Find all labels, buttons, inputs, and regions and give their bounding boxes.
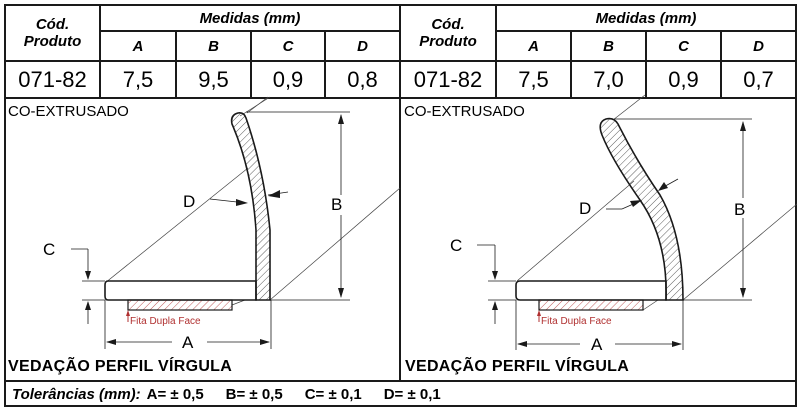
column-header-a: A: [528, 37, 539, 55]
dim-label-a: A: [182, 333, 194, 352]
product-code-header-line2: Produto: [23, 33, 82, 50]
drawing-title: VEDAÇÃO PERFIL VÍRGULA: [8, 358, 233, 375]
value-a: 7,5: [122, 66, 154, 92]
column-header-b: B: [603, 37, 614, 55]
tolerances-row: Tolerâncias (mm): A= ± 0,5 B= ± 0,5 C= ±…: [12, 382, 463, 406]
divider: [570, 30, 572, 98]
divider: [720, 30, 722, 98]
dim-label-b: B: [331, 195, 343, 214]
tolerance-b: B= ± 0,5: [225, 385, 283, 403]
divider: [99, 4, 101, 98]
divider: [399, 4, 401, 381]
value-c: 0,9: [668, 66, 699, 92]
tolerance-d: D= ± 0,1: [383, 385, 441, 403]
process-label: CO-EXTRUSADO: [8, 103, 129, 120]
dim-label-a: A: [591, 335, 603, 354]
product-code-header: Cód. Produto: [6, 6, 99, 60]
divider: [250, 30, 252, 98]
tolerances-label: Tolerâncias (mm):: [12, 385, 141, 403]
tape-label: Fita Dupla Face: [541, 316, 612, 327]
column-header-d: D: [357, 37, 368, 55]
product-code-header: Cód. Produto: [401, 6, 495, 60]
column-header-b: B: [208, 37, 219, 55]
value-d: 0,8: [347, 66, 378, 92]
drawing-title: VEDAÇÃO PERFIL VÍRGULA: [405, 358, 630, 375]
tolerance-c: C= ± 0,1: [304, 385, 362, 403]
value-d: 0,7: [743, 66, 774, 92]
column-header-d: D: [753, 37, 764, 55]
dim-label-d: D: [579, 199, 592, 218]
dim-label-c: C: [43, 240, 56, 259]
dim-label-b: B: [734, 200, 746, 219]
value-b: 7,0: [593, 66, 624, 92]
process-label: CO-EXTRUSADO: [404, 103, 525, 120]
product-code-header-line2: Produto: [419, 33, 477, 50]
divider: [4, 380, 797, 382]
value-a: 7,5: [518, 66, 549, 92]
column-header-c: C: [282, 37, 294, 55]
product-code-header-line1: Cód.: [431, 16, 465, 33]
tape-label: Fita Dupla Face: [130, 316, 201, 327]
divider: [495, 4, 497, 98]
measures-header: Medidas (mm): [199, 9, 301, 27]
tolerance-a: A= ± 0,5: [146, 385, 204, 403]
value-c: 0,9: [272, 66, 304, 92]
divider: [324, 30, 326, 98]
product-code-value: 071-82: [18, 66, 87, 92]
divider: [645, 30, 647, 98]
column-header-a: A: [132, 37, 144, 55]
product-code-header-line1: Cód.: [35, 16, 70, 33]
measures-header: Medidas (mm): [595, 9, 697, 27]
divider: [175, 30, 177, 98]
product-code-value: 071-82: [413, 66, 483, 92]
column-header-c: C: [678, 37, 689, 55]
dim-label-c: C: [450, 236, 463, 255]
value-b: 9,5: [198, 66, 229, 92]
dim-label-d: D: [183, 192, 196, 211]
